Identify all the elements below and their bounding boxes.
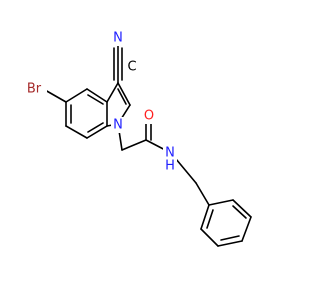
molecule-structure: Br N C N O N H	[22, 30, 252, 247]
bond	[87, 94, 104, 105]
bond	[106, 82, 119, 103]
bond	[65, 88, 88, 103]
atom-label-nitrile-c: C	[127, 60, 136, 75]
bond	[44, 89, 67, 103]
atom-nitrile-c: C	[125, 59, 139, 75]
bond	[195, 182, 210, 206]
bond	[220, 235, 240, 241]
atom-nitrile-n: N	[111, 30, 125, 46]
atom-label-indole-n: N	[113, 118, 123, 133]
atom-label-amide-h: H	[165, 159, 175, 174]
bond	[117, 88, 127, 105]
bond-layer	[44, 44, 252, 247]
atom-label-amide-n: N	[165, 146, 175, 161]
bond	[86, 88, 108, 103]
bond	[117, 82, 131, 106]
bond	[87, 122, 104, 133]
bond	[121, 139, 147, 151]
bond	[86, 125, 108, 139]
bond	[65, 125, 88, 139]
bond	[200, 204, 210, 230]
atom-label-carbonyl-o: O	[144, 109, 154, 124]
bond	[232, 199, 252, 218]
atom-carbonyl-o: O	[141, 108, 157, 124]
bond	[200, 228, 219, 247]
atom-indole-n: N	[111, 117, 125, 133]
atom-label-br: Br	[27, 82, 42, 97]
bond	[208, 199, 234, 206]
bond	[232, 205, 247, 219]
bond	[241, 216, 252, 242]
bond	[206, 209, 214, 229]
atom-label-nitrile-n: N	[113, 31, 123, 46]
atom-label-layer: Br N C N O N H	[22, 30, 177, 174]
bond	[217, 240, 243, 247]
atom-br: Br	[22, 80, 47, 98]
atom-amide-nh: N H	[163, 146, 177, 174]
